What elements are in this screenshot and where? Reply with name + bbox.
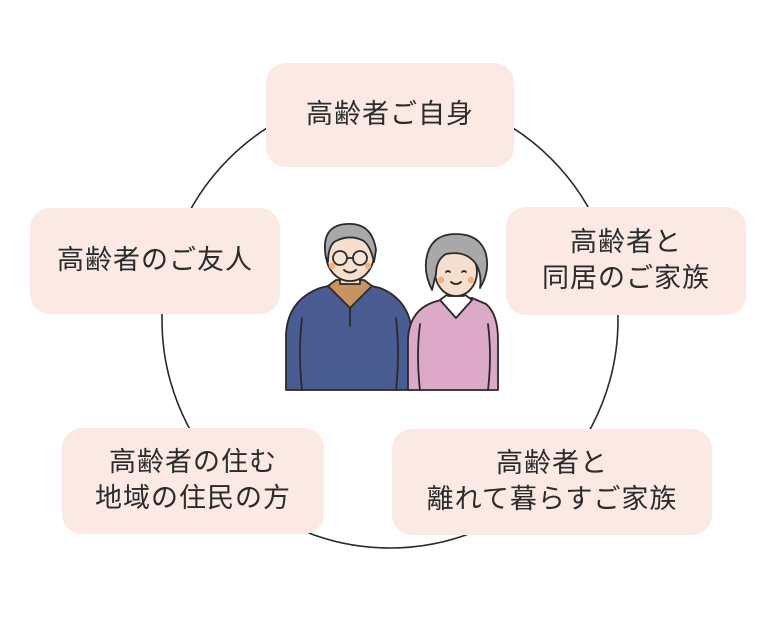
elderly-couple-illustration: [285, 223, 499, 391]
node-distant-family-line-2: 離れて暮らすご家族: [426, 484, 678, 515]
node-elderly-friends: 高齢者のご友人: [30, 208, 280, 314]
grandmother-cheek-right: [467, 276, 475, 284]
grandmother-cardigan: [407, 297, 499, 391]
grandfather-hair: [324, 223, 377, 263]
grandfather-cheek-right: [364, 262, 372, 270]
grandfather-smile: [343, 269, 357, 274]
grandfather-figure: [285, 223, 413, 391]
grandfather-arm-left: [299, 317, 303, 391]
node-local-residents-line-1: 高齢者の住む: [109, 446, 277, 478]
grandmother-eye-right: [461, 270, 467, 273]
grandmother-cheek-left: [437, 276, 445, 284]
node-elderly-friends-line-1: 高齢者のご友人: [57, 244, 253, 276]
node-elderly-self-line-1: 高齢者ご自身: [306, 98, 474, 130]
node-cohabiting-family: 高齢者と 同居のご家族: [506, 207, 746, 315]
grandmother-collar: [439, 293, 473, 319]
grandmother-smile: [450, 281, 462, 285]
grandfather-glasses-left: [332, 250, 348, 266]
grandfather-arm-right: [395, 317, 399, 391]
node-elderly-self: 高齢者ご自身: [266, 63, 514, 167]
grandfather-glasses-right: [352, 250, 368, 266]
grandmother-arm-right: [487, 323, 491, 391]
node-distant-family-line-1: 高齢者と: [496, 447, 608, 479]
node-cohabiting-family-line-1: 高齢者と: [570, 226, 682, 258]
grandmother-arm-left: [417, 323, 421, 391]
grandmother-hair: [424, 233, 489, 291]
node-local-residents-line-2: 地域の住民の方: [95, 483, 291, 514]
node-distant-family: 高齢者と 離れて暮らすご家族: [392, 429, 712, 535]
node-local-residents: 高齢者の住む 地域の住民の方: [62, 428, 324, 534]
node-cohabiting-family-line-2: 同居のご家族: [542, 263, 710, 294]
grandfather-cheek-left: [328, 262, 336, 270]
grandmother-figure: [407, 233, 499, 391]
grandfather-collar: [327, 279, 373, 309]
grandmother-eye-left: [445, 270, 451, 273]
